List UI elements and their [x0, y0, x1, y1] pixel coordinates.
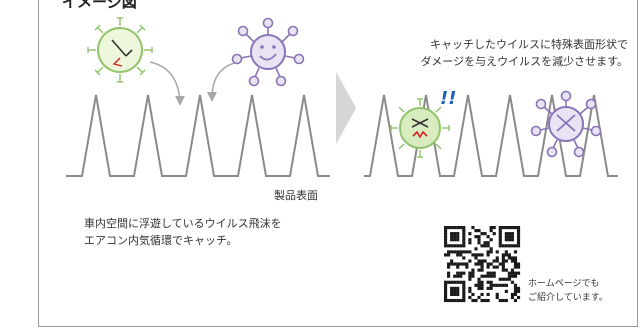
diagram-title: イメージ図: [62, 0, 137, 11]
qr-caption-line-2: ご紹介しています。: [528, 293, 608, 303]
right-caption-line-1: キャッチしたウイルスに特殊表面形状で: [430, 38, 628, 51]
left-spike-surface: [66, 94, 330, 177]
right-caption-line-2: ダメージを与えウイルスを減少させます。: [420, 55, 628, 68]
left-caption-line-1: 車内空間に浮遊しているウイルス飛沫を: [84, 217, 282, 230]
qr-caption-line-1: ホームページでも: [528, 279, 600, 289]
qr-code-icon: [444, 226, 521, 303]
exclaim-text: !!: [440, 88, 456, 109]
damaged-green-virus-icon: [390, 98, 450, 158]
chevron-arrow-fill: [336, 72, 356, 144]
right-spike-surface: [364, 94, 618, 177]
green-virus-icon: [87, 17, 153, 83]
curved-arrow-icon: [149, 61, 185, 106]
left-caption-line-2: エアコン内気循環でキャッチ。: [84, 234, 238, 247]
purple-virus-icon: [231, 17, 305, 87]
pierced-purple-virus-icon: [530, 90, 602, 158]
surface-label: 製品表面: [274, 189, 318, 202]
diagram-frame: [38, 0, 638, 327]
curved-arrow-icon-2: [207, 61, 239, 102]
